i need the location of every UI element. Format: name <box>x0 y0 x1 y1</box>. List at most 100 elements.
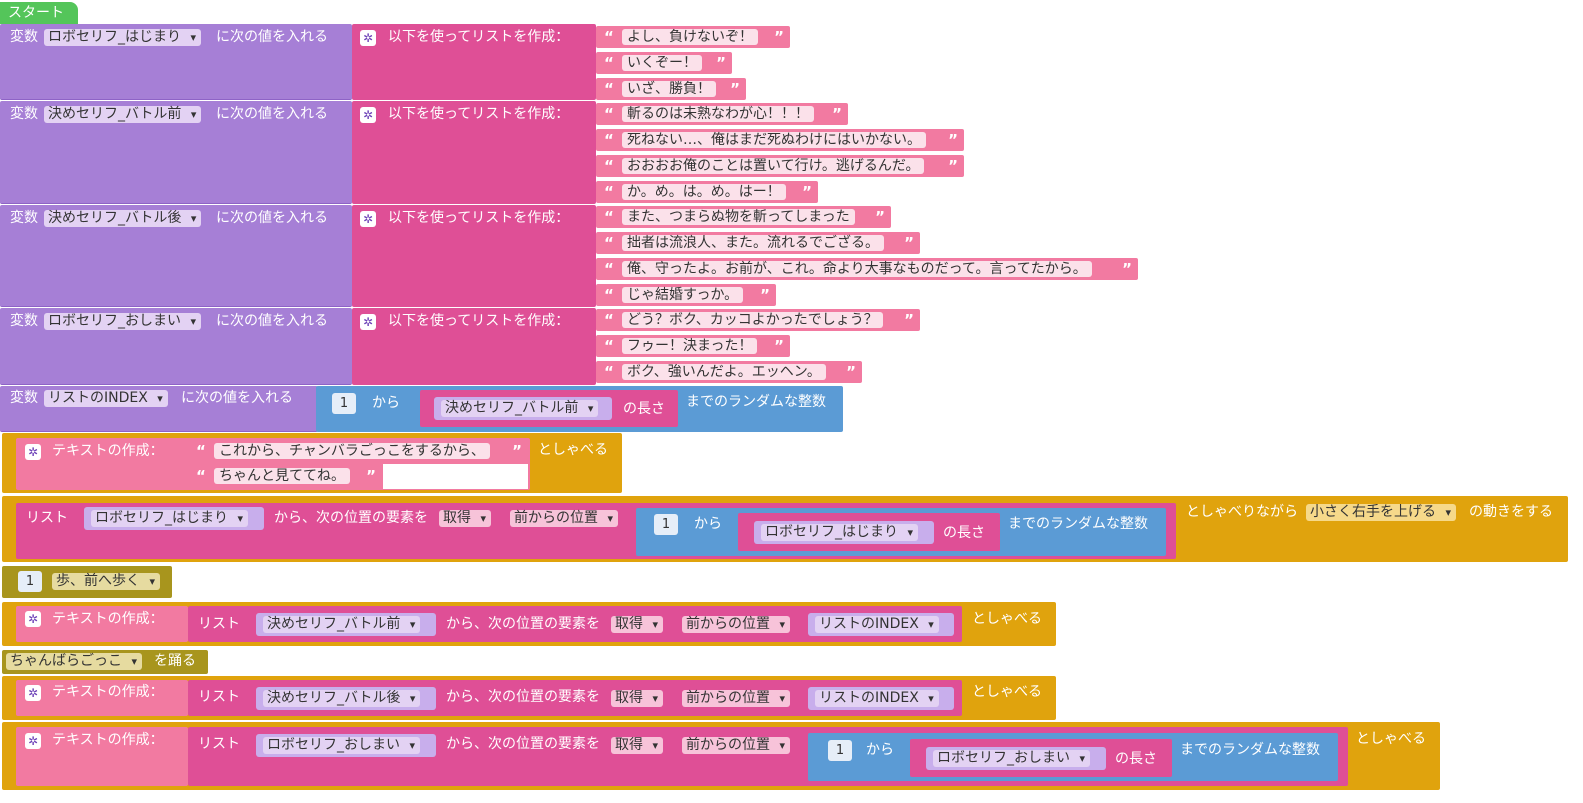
string-field[interactable]: 斬るのは未熟なわが心！！！ <box>622 106 814 122</box>
list-get-block[interactable]: リスト 決めセリフ_バトル後 から、次の位置の要素を 取得 前からの位置 リスト… <box>188 680 962 716</box>
get-mode-dropdown[interactable]: 取得 <box>611 616 663 633</box>
set-variable-block[interactable]: 変数 リストのINDEX に次の値を入れる <box>0 386 318 432</box>
start-hat-block[interactable]: スタート <box>0 2 78 24</box>
random-integer-block[interactable]: 1 から ロボセリフ_おしまい の長さ までのランダムな整数 <box>808 733 1338 781</box>
variable-dropdown[interactable]: リストのINDEX <box>815 690 939 707</box>
gear-icon[interactable]: ✲ <box>360 211 376 227</box>
string-block[interactable]: “これから、チャンバラごっこをするから、” <box>188 440 528 462</box>
make-list-label: 以下を使ってリストを作成： <box>388 313 570 329</box>
string-block[interactable]: “死ねない…、俺はまだ死ぬわけにはいかない。” <box>596 129 964 151</box>
dance-dropdown[interactable]: ちゃんばらごっこ <box>6 653 142 670</box>
position-mode-dropdown[interactable]: 前からの位置 <box>510 510 618 527</box>
list-length-block[interactable]: ロボセリフ_おしまい の長さ <box>910 739 1172 777</box>
create-list-block[interactable]: ✲ 以下を使ってリストを作成： <box>352 101 596 204</box>
variable-dropdown[interactable]: 決めセリフ_バトル後 <box>263 690 421 707</box>
gear-icon[interactable]: ✲ <box>25 444 41 460</box>
string-block[interactable]: “か。め。は。め。はー！” <box>596 181 818 203</box>
get-mode-dropdown[interactable]: 取得 <box>611 690 663 707</box>
get-mode-dropdown[interactable]: 取得 <box>611 737 663 754</box>
set-variable-block[interactable]: 変数 ロボセリフ_おしまい に次の値を入れる <box>0 308 352 385</box>
number-input[interactable]: 1 <box>18 571 42 592</box>
string-field[interactable]: 俺、守ったよ。お前が、これ。命より大事なものだって。言ってたから。 <box>622 261 1092 277</box>
random-integer-block[interactable]: 1 から ロボセリフ_はじまり の長さ までのランダムな整数 <box>636 508 1166 556</box>
string-block[interactable]: “よし、負けないぞ！” <box>596 26 790 48</box>
string-field[interactable]: ボク、強いんだよ。エッヘン。 <box>622 364 826 380</box>
string-field[interactable]: いざ、勝負！ <box>622 81 716 97</box>
make-list-label: 以下を使ってリストを作成： <box>388 210 570 226</box>
string-block[interactable]: “どう？ボク、カッコよかったでしょう？” <box>596 309 920 331</box>
string-field[interactable]: おおおお俺のことは置いて行け。逃げるんだ。 <box>622 158 925 174</box>
list-length-block[interactable]: ロボセリフ_はじまり の長さ <box>738 513 1000 551</box>
walk-steps-dropdown[interactable]: 歩、前へ歩く <box>52 573 160 590</box>
number-input[interactable]: 1 <box>332 393 356 414</box>
string-field[interactable]: また、つまらぬ物を斬ってしまった <box>622 209 855 225</box>
random-integer-block[interactable]: 1 から 決めセリフ_バトル前 の長さ までのランダムな整数 <box>316 386 843 432</box>
string-block[interactable]: “フゥー！決まった！” <box>596 335 790 357</box>
variable-dropdown[interactable]: ロボセリフ_おしまい <box>263 737 420 754</box>
string-field[interactable]: 拙者は流浪人、また。流れるでござる。 <box>622 235 884 251</box>
variable-dropdown[interactable]: 決めセリフ_バトル前 <box>263 616 421 633</box>
position-mode-dropdown[interactable]: 前からの位置 <box>682 616 790 633</box>
variable-dropdown[interactable]: ロボセリフ_おしまい <box>44 313 201 330</box>
string-block[interactable]: “また、つまらぬ物を斬ってしまった” <box>596 206 891 228</box>
set-value-label: に次の値を入れる <box>216 29 328 45</box>
string-block[interactable]: “いざ、勝負！” <box>596 78 746 100</box>
variable-dropdown[interactable]: ロボセリフ_はじまり <box>91 510 248 527</box>
say-label: としゃべる <box>972 611 1042 627</box>
string-field[interactable]: これから、チャンバラごっこをするから、 <box>214 443 490 459</box>
string-field[interactable]: じゃ結婚すっか。 <box>622 287 744 303</box>
create-list-block[interactable]: ✲ 以下を使ってリストを作成： <box>352 24 596 100</box>
variable-dropdown[interactable]: 決めセリフ_バトル前 <box>44 106 202 123</box>
create-text-block[interactable]: ✲ テキストの作成： <box>16 680 188 716</box>
variable-dropdown[interactable]: ロボセリフ_はじまり <box>44 29 201 46</box>
position-mode-dropdown[interactable]: 前からの位置 <box>682 737 790 754</box>
string-field[interactable]: いくぞー！ <box>622 55 702 71</box>
string-field[interactable]: ちゃんと見ててね。 <box>214 468 350 484</box>
position-mode-dropdown[interactable]: 前からの位置 <box>682 690 790 707</box>
string-block[interactable]: “拙者は流浪人、また。流れるでござる。” <box>596 232 920 254</box>
gear-icon[interactable]: ✲ <box>360 314 376 330</box>
gear-icon[interactable]: ✲ <box>25 611 41 627</box>
variable-dropdown[interactable]: ロボセリフ_はじまり <box>761 524 918 541</box>
string-field[interactable]: か。め。は。め。はー！ <box>622 184 786 200</box>
set-variable-block[interactable]: 変数 決めセリフ_バトル後 に次の値を入れる <box>0 205 352 307</box>
create-list-block[interactable]: ✲ 以下を使ってリストを作成： <box>352 308 596 385</box>
set-variable-block[interactable]: 変数 ロボセリフ_はじまり に次の値を入れる <box>0 24 352 100</box>
variable-dropdown[interactable]: 決めセリフ_バトル前 <box>441 400 599 417</box>
gear-icon[interactable]: ✲ <box>25 685 41 701</box>
number-input[interactable]: 1 <box>654 514 678 535</box>
string-field[interactable]: 死ねない…、俺はまだ死ぬわけにはいかない。 <box>622 132 926 148</box>
gear-icon[interactable]: ✲ <box>25 733 41 749</box>
string-block[interactable]: “斬るのは未熟なわが心！！！” <box>596 103 848 125</box>
string-field[interactable]: どう？ボク、カッコよかったでしょう？ <box>622 312 883 328</box>
variable-dropdown[interactable]: リストのINDEX <box>815 616 939 633</box>
create-list-block[interactable]: ✲ 以下を使ってリストを作成： <box>352 205 596 307</box>
variable-dropdown[interactable]: リストのINDEX <box>44 390 168 407</box>
variable-dropdown[interactable]: 決めセリフ_バトル後 <box>44 210 202 227</box>
list-get-block[interactable]: リスト 決めセリフ_バトル前 から、次の位置の要素を 取得 前からの位置 リスト… <box>188 606 962 642</box>
from-get-label: から、次の位置の要素を <box>446 736 600 752</box>
string-block[interactable]: “じゃ結婚すっか。” <box>596 284 776 306</box>
create-text-block[interactable]: ✲ テキストの作成： <box>16 606 188 642</box>
string-block[interactable]: “ちゃんと見ててね。” <box>188 465 382 487</box>
string-block[interactable]: “俺、守ったよ。お前が、これ。命より大事なものだって。言ってたから。” <box>596 258 1138 280</box>
variable-label: 変数 <box>10 106 38 122</box>
string-block[interactable]: “ボク、強いんだよ。エッヘン。” <box>596 361 862 383</box>
gear-icon[interactable]: ✲ <box>360 107 376 123</box>
set-variable-block[interactable]: 変数 決めセリフ_バトル前 に次の値を入れる <box>0 101 352 204</box>
gear-icon[interactable]: ✲ <box>360 30 376 46</box>
variable-label: 変数 <box>10 313 38 329</box>
motion-dropdown[interactable]: 小さく右手を上げる <box>1306 504 1456 521</box>
walk-forward-block[interactable]: 1 歩、前へ歩く <box>2 566 172 598</box>
make-text-label: テキストの作成： <box>52 611 164 627</box>
number-input[interactable]: 1 <box>828 740 852 761</box>
get-mode-dropdown[interactable]: 取得 <box>439 510 491 527</box>
list-length-block[interactable]: 決めセリフ_バトル前 の長さ <box>420 390 678 427</box>
dance-block[interactable]: ちゃんばらごっこ を踊る <box>2 650 208 674</box>
variable-dropdown[interactable]: ロボセリフ_おしまい <box>933 750 1090 767</box>
string-field[interactable]: フゥー！決まった！ <box>622 338 758 354</box>
string-field[interactable]: よし、負けないぞ！ <box>622 29 758 45</box>
string-block[interactable]: “おおおお俺のことは置いて行け。逃げるんだ。” <box>596 155 964 177</box>
create-text-block[interactable]: ✲ テキストの作成： <box>16 727 188 786</box>
string-block[interactable]: “いくぞー！” <box>596 52 732 74</box>
